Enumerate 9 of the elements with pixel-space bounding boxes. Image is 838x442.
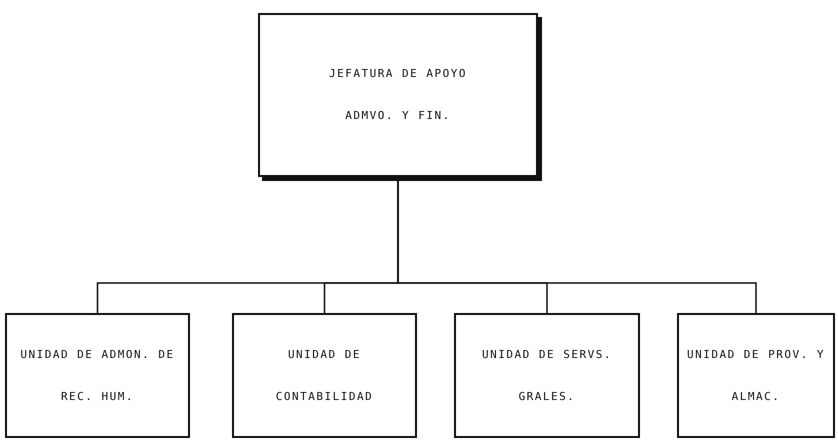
unit-title: UNIDAD DE PROV. Y ALMAC. bbox=[686, 346, 826, 404]
unit-title: JEFATURA DE APOYO ADMVO. Y FIN. bbox=[328, 66, 468, 124]
unit-title: UNIDAD DE SERVS. GRALES. bbox=[481, 346, 613, 404]
unit-box bbox=[677, 313, 835, 438]
unit-box bbox=[5, 313, 190, 438]
unit-box bbox=[454, 313, 640, 438]
unit-title: UNIDAD DE CONTABILIDAD bbox=[274, 346, 374, 404]
unit-box bbox=[232, 313, 417, 438]
unit-title: UNIDAD DE ADMON. DE REC. HUM. bbox=[19, 346, 176, 404]
